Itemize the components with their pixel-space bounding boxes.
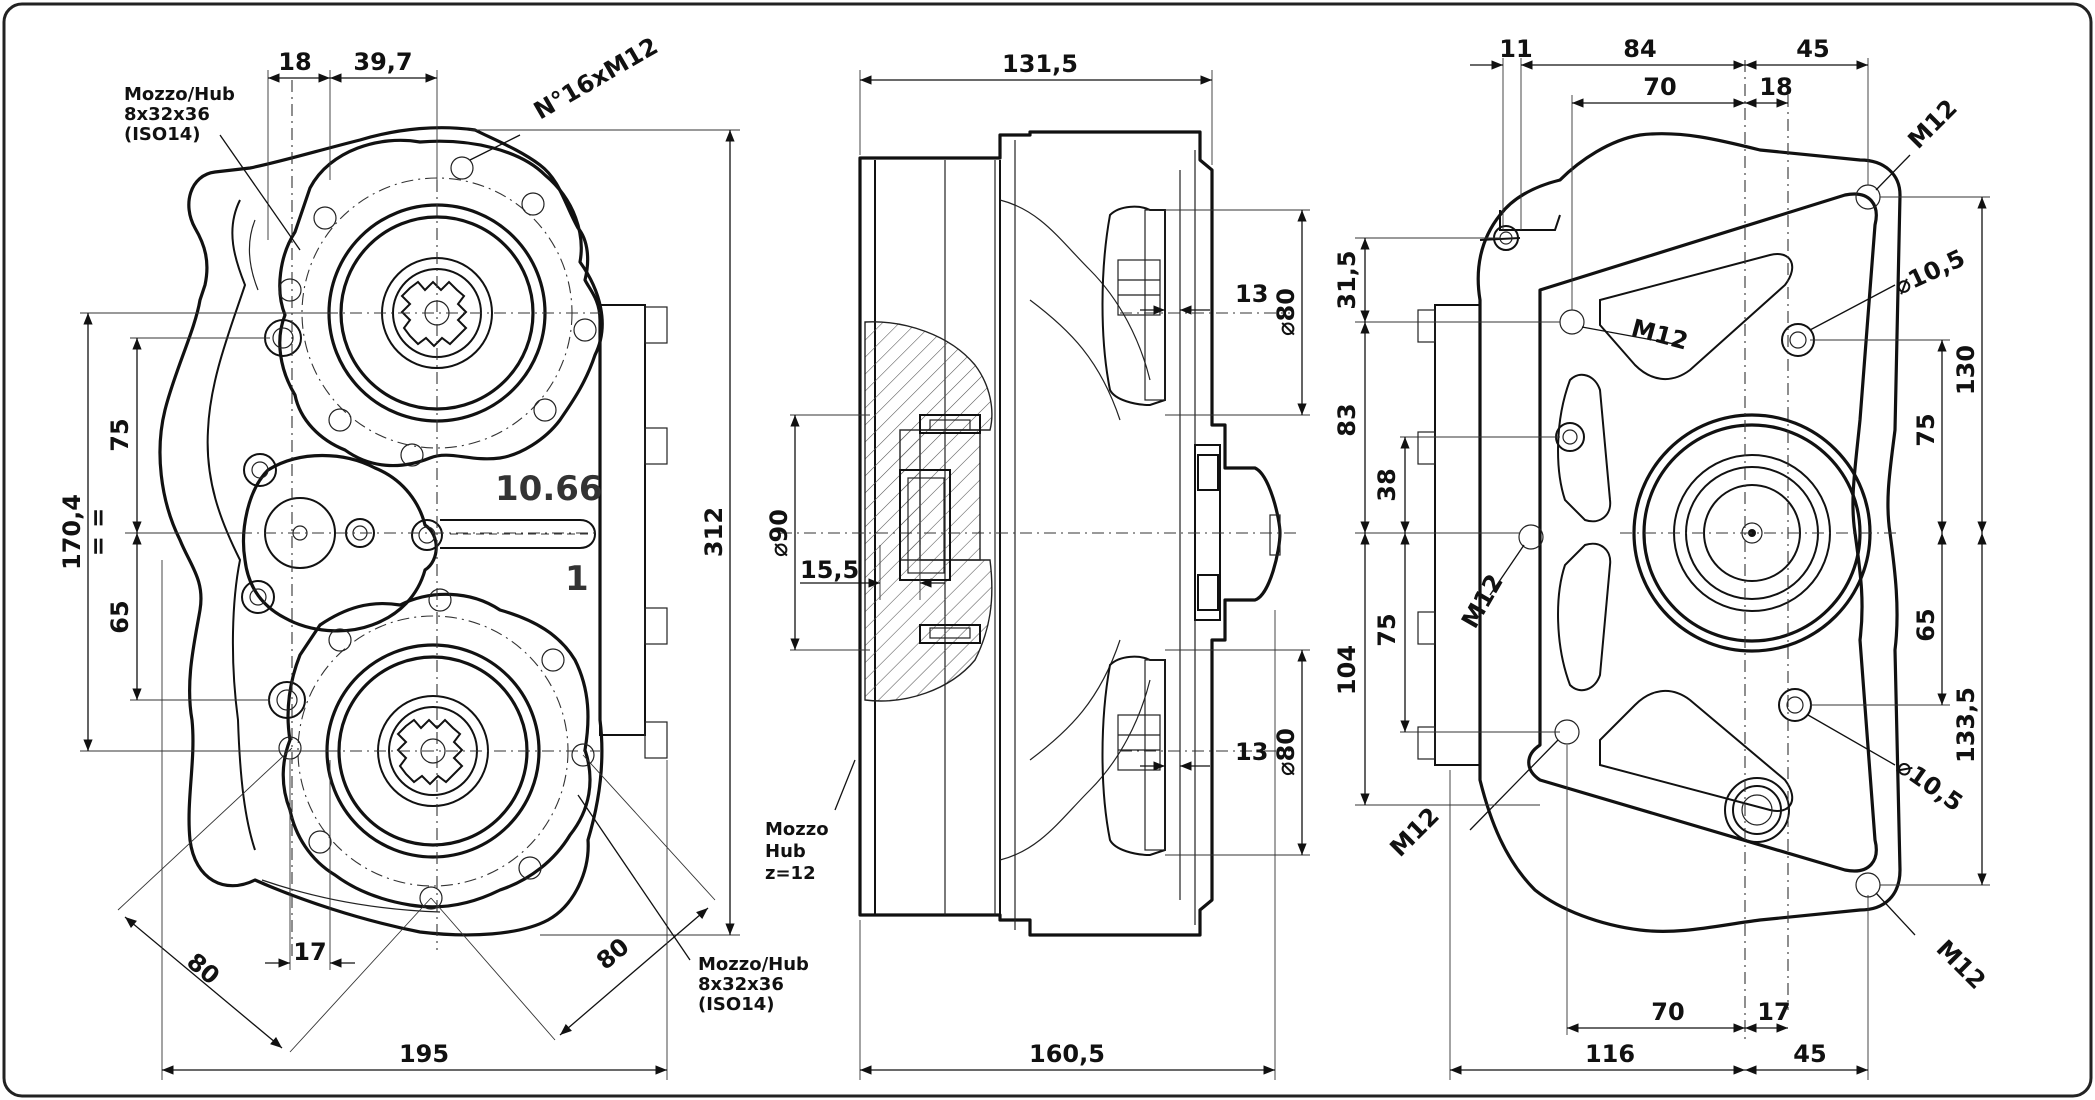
dia-80-bottom: ⌀80 (1272, 728, 1300, 776)
side-hub-1: Mozzo (765, 819, 829, 840)
dim-65-left: 65 (106, 600, 134, 633)
dim-83: 83 (1333, 403, 1361, 436)
dim-39-7: 39,7 (353, 48, 412, 76)
side-view: 131,5 ⌀80 13 ⌀90 15,5 ⌀80 13 Mozzo Hub (765, 50, 1310, 1080)
m12-top-right: M12 (1902, 94, 1962, 154)
dim-17-rear: 17 (1757, 998, 1790, 1026)
dim-18-top: 18 (1759, 73, 1792, 101)
hole-10-5-top: ⌀10,5 (1891, 244, 1970, 301)
model-label: 10.66 (495, 469, 603, 509)
front-view: 18 39,7 N°16xM12 Mozzo/Hub 8x32x36 (ISO1… (58, 32, 809, 1080)
hub-label-bottom-2: 8x32x36 (698, 974, 784, 995)
dim-11: 11 (1499, 35, 1532, 63)
dim-104: 104 (1333, 645, 1361, 695)
dim-116: 116 (1585, 1040, 1635, 1068)
hub-label-top-2: 8x32x36 (124, 104, 210, 125)
dim-13-bottom: 13 (1235, 738, 1268, 766)
ratio-label: 1 (565, 559, 589, 599)
side-hub-3: z=12 (765, 863, 816, 884)
dim-160-5: 160,5 (1029, 1040, 1105, 1068)
dim-133-5: 133,5 (1952, 687, 1980, 763)
dim-equal: = = (84, 508, 112, 557)
dim-170-4: 170,4 (58, 494, 86, 570)
dim-65-rear: 65 (1912, 608, 1940, 641)
dim-195: 195 (399, 1040, 449, 1068)
dim-75-rear-right: 75 (1912, 413, 1940, 446)
dim-18: 18 (278, 48, 311, 76)
dim-84: 84 (1623, 35, 1656, 63)
dim-75-rear-left: 75 (1373, 613, 1401, 646)
dim-75-left: 75 (106, 418, 134, 451)
dim-45-bottom: 45 (1793, 1040, 1826, 1068)
dia-80-top: ⌀80 (1272, 288, 1300, 336)
dim-31-5: 31,5 (1333, 250, 1361, 309)
hub-label-top-3: (ISO14) (124, 124, 200, 145)
dim-13-top: 13 (1235, 280, 1268, 308)
dia-90: ⌀90 (765, 509, 793, 557)
dim-80-diag-right: 80 (591, 932, 635, 975)
hub-label-bottom-1: Mozzo/Hub (698, 954, 809, 975)
dim-131-5: 131,5 (1002, 50, 1078, 78)
dim-38: 38 (1373, 468, 1401, 501)
m12-bottom-left: M12 (1384, 802, 1444, 862)
dim-312: 312 (700, 507, 728, 557)
rear-casing (1476, 132, 1902, 933)
dim-70-top: 70 (1643, 73, 1676, 101)
thread-note: N°16xM12 (529, 32, 663, 125)
m12-bottom-right: M12 (1931, 934, 1991, 994)
dim-80-diag-left: 80 (181, 947, 225, 990)
m12-left: M12 (1628, 314, 1691, 356)
front-casing (158, 126, 604, 937)
dim-17-front: 17 (293, 938, 326, 966)
hub-label-bottom-3: (ISO14) (698, 994, 774, 1015)
dim-130: 130 (1952, 345, 1980, 395)
m12-mid-left: M12 (1456, 569, 1509, 633)
rear-view: 11 84 45 70 18 M12 M12 M12 M12 M12 ⌀10,5… (1333, 35, 1991, 1080)
dim-45-top: 45 (1796, 35, 1829, 63)
dim-15-5: 15,5 (800, 556, 859, 584)
side-hub-2: Hub (765, 841, 806, 862)
hub-label-top-1: Mozzo/Hub (124, 84, 235, 105)
dim-70-bottom: 70 (1651, 998, 1684, 1026)
